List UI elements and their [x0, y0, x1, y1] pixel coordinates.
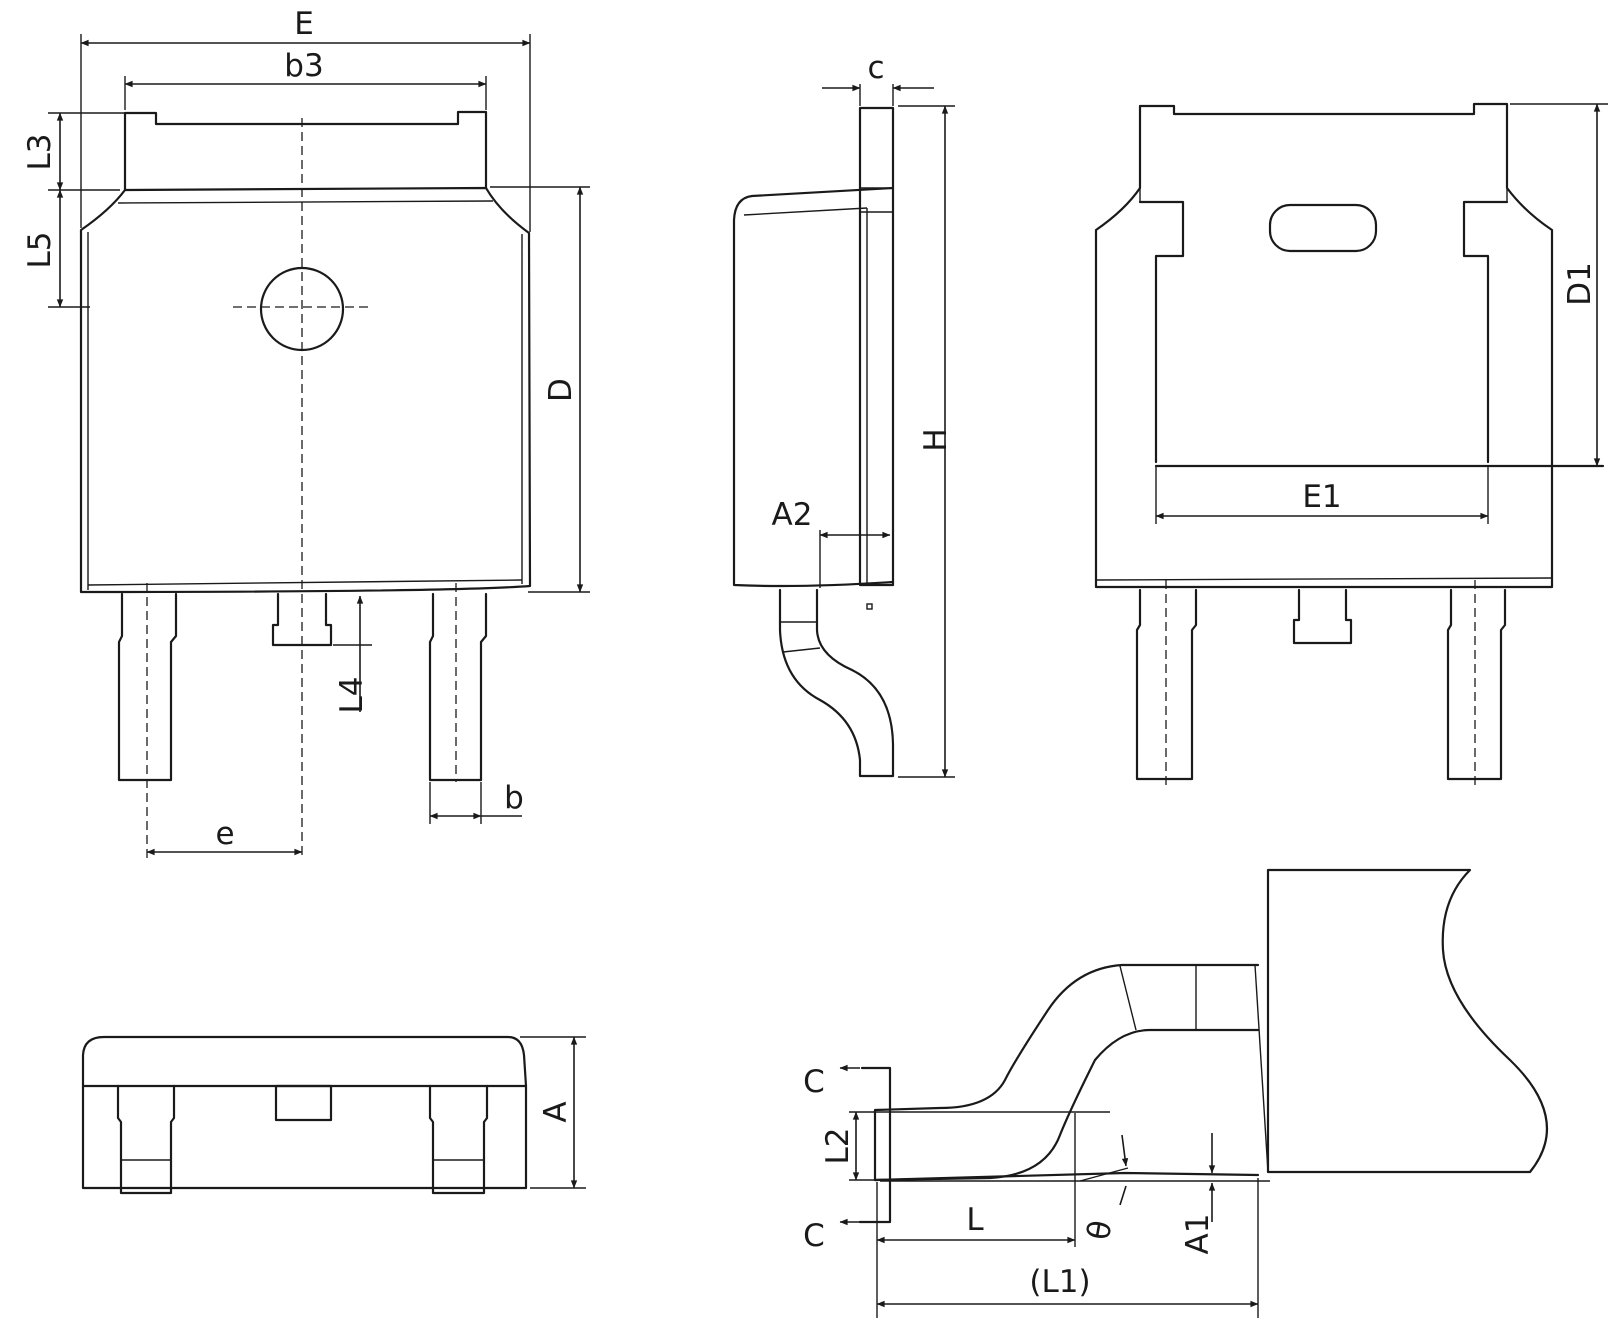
section-C-top-label: C — [803, 1064, 825, 1100]
dim-b3-label: b3 — [284, 48, 323, 84]
side-view-mark — [866, 603, 873, 610]
detail-lead — [873, 963, 1260, 1182]
dim-theta-arrow — [1121, 1134, 1129, 1167]
exposed-pad-outline — [1138, 200, 1509, 464]
end-view-lead-right — [428, 1084, 489, 1195]
dim-A1-label: A1 — [1180, 1214, 1216, 1255]
dim-A2-label: A2 — [772, 497, 813, 533]
bottom-lead-right — [1446, 588, 1507, 781]
dim-b-label: b — [504, 780, 524, 816]
lead-detail-view: C C L2 L θ A1 (L1) — [803, 868, 1549, 1318]
bottom-view-outline — [1094, 102, 1554, 589]
bottom-lead-left — [1135, 588, 1198, 781]
side-view-body — [732, 186, 895, 588]
dim-L3-label: L3 — [22, 134, 58, 171]
dim-E1-label: E1 — [1302, 479, 1341, 515]
end-view: A — [81, 1035, 586, 1195]
dim-L2-label: L2 — [820, 1128, 856, 1165]
end-view-body — [81, 1035, 528, 1088]
detail-body-break — [1266, 868, 1549, 1174]
dim-e-label: e — [215, 816, 234, 852]
dim-E-label: E — [294, 6, 314, 42]
section-C-bottom-label: C — [803, 1218, 825, 1254]
dim-D1-label: D1 — [1562, 262, 1598, 306]
lead-center-stub — [271, 592, 333, 647]
side-view: c H A2 — [732, 50, 955, 778]
dim-H-label: H — [918, 428, 954, 451]
bottom-view: D1 E1 — [1094, 102, 1608, 790]
end-view-lead-left — [116, 1084, 176, 1195]
side-view-lead — [778, 588, 895, 778]
top-view-body-edge — [87, 579, 523, 586]
bottom-lead-center-stub — [1292, 588, 1353, 645]
section-line-C — [858, 1066, 892, 1224]
end-view-base — [81, 1084, 528, 1190]
top-view: E b3 L3 L5 D L4 e b — [22, 6, 590, 860]
lead-right — [428, 592, 488, 782]
dim-theta-label: θ — [1081, 1218, 1120, 1243]
dim-L-label: L — [966, 1202, 984, 1238]
end-view-center-stub — [274, 1084, 333, 1122]
dim-D-label: D — [543, 378, 579, 402]
top-view-body-edge — [117, 200, 494, 204]
bottom-view-slot — [1268, 203, 1378, 253]
side-view-tab — [858, 106, 895, 587]
dim-c-label: c — [867, 50, 884, 86]
dim-A-label: A — [538, 1101, 574, 1122]
dim-L1-label: (L1) — [1029, 1264, 1090, 1300]
dim-L5-label: L5 — [22, 232, 58, 269]
dim-L4-label: L4 — [334, 677, 370, 714]
lead-left — [117, 592, 178, 782]
top-view-tab-outline — [123, 110, 488, 192]
top-view-body-outline — [79, 186, 532, 594]
